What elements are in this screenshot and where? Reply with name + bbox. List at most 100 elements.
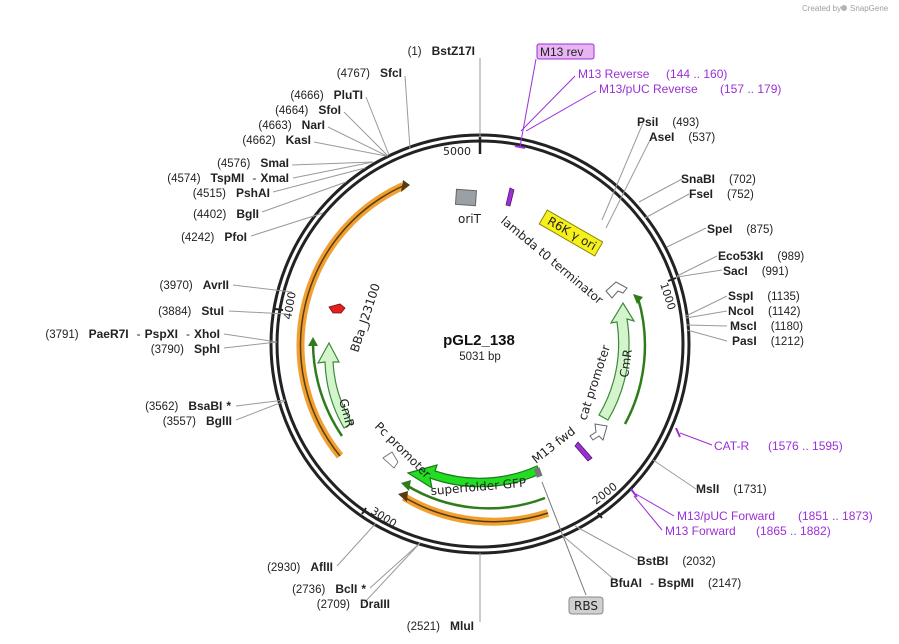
orange-arc-bottom-inner	[403, 496, 549, 523]
site-snabi-pos: (702)	[729, 174, 756, 186]
site-msli-name: MslI	[696, 482, 719, 496]
site-bfuai-pos: (2147)	[708, 578, 741, 590]
site-pfoi-pos: (4242)	[181, 232, 214, 244]
site-sfci: (4767)SfcI	[337, 66, 402, 80]
site-nari: (4663)NarI	[258, 118, 325, 132]
site-snabi: SnaBI(702)	[681, 172, 756, 186]
tick-mark-1000	[667, 277, 677, 282]
site-bfuai: BfuAI-BspMI(2147)	[610, 576, 741, 590]
m13-rev-site-mark	[514, 145, 526, 149]
connector-bfuai	[561, 534, 618, 583]
site-ncoi-name: NcoI	[728, 304, 754, 318]
site-bsabi-star: *	[226, 399, 231, 413]
connector-eco53ki	[676, 255, 718, 277]
site-nari-pos: (4663)	[258, 120, 291, 132]
connector-msci	[686, 324, 728, 327]
green-arc-left	[311, 343, 344, 437]
snapgene-brand: Created by SnapGene	[802, 4, 889, 13]
site-eco53ki-pos: (989)	[777, 251, 804, 263]
tick-label-4000: 4000	[281, 291, 299, 321]
rbs-connector	[541, 481, 587, 596]
r6k-ori-fill	[538, 209, 604, 257]
gmr-arrow	[316, 341, 353, 429]
connector-avrii	[232, 284, 293, 293]
primers: M13 rev M13 Reverse (144 .. 160) M13/pUC…	[514, 43, 873, 538]
site-paer7i-sep2: -	[186, 327, 190, 341]
orange-arc-left-inner	[299, 185, 404, 457]
cat-r-range: (1576 .. 1595)	[768, 439, 843, 453]
site-bglii: (3557)BglII	[163, 414, 232, 428]
site-connectors	[223, 58, 728, 622]
tick-mark-2000	[597, 512, 603, 519]
site-bcli-star: *	[361, 582, 366, 596]
site-asei-name: AseI	[649, 130, 674, 144]
connector-saci	[676, 269, 723, 278]
connector-spei	[666, 227, 707, 248]
m13-puc-forward-name: M13/pUC Forward	[677, 509, 775, 523]
connector-pfoi	[250, 212, 324, 237]
site-tspmi-sep: -	[252, 171, 256, 185]
green-arc-right-arrowhead	[633, 294, 643, 304]
site-sfci-pos: (4767)	[337, 68, 370, 80]
connector-msli	[652, 459, 697, 490]
superfolder-gfp-arrow	[406, 464, 541, 490]
cmr-label: CmR	[617, 348, 635, 378]
sites-right: PsiI(493) AseI(537) SnaBI(702) FseI(752)…	[610, 115, 804, 590]
site-pasi-name: PasI	[732, 334, 757, 348]
connector-psii	[601, 122, 644, 221]
cmr-arrow	[598, 301, 636, 421]
site-fsei-name: FseI	[689, 187, 713, 201]
m13-reverse-connector	[520, 75, 576, 132]
green-arc-left-arrowhead	[308, 337, 318, 346]
m13-forward-range: (1865 .. 1882)	[756, 524, 831, 538]
site-pshai: (4515)PshAI	[193, 186, 270, 200]
site-bstbi-pos: (2032)	[682, 556, 715, 568]
site-bsabi: (3562)BsaBI*	[145, 399, 231, 413]
site-smai: (4576) SmaI	[217, 156, 289, 170]
site-bcli-name: BclI	[335, 582, 357, 596]
site-tspmi: (4574) TspMI-XmaI	[167, 171, 289, 185]
site-xmai-name: XmaI	[260, 171, 289, 185]
site-pspxi-name: PspXI	[145, 327, 178, 341]
site-kasi-pos: (4662)	[242, 135, 275, 147]
cat-r-connector	[679, 432, 713, 446]
site-draiii: (2709) DraIII	[317, 597, 390, 611]
site-psii-pos: (493)	[672, 117, 699, 129]
site-aflii-name: AflII	[310, 560, 333, 574]
site-tspmi-pos: (4574)	[167, 173, 200, 185]
site-psii: PsiI(493)	[637, 115, 699, 129]
site-sspi-name: SspI	[728, 289, 753, 303]
m13-forward-name: M13 Forward	[665, 524, 736, 538]
site-pshai-name: PshAI	[236, 186, 270, 200]
green-arc-right	[623, 297, 647, 425]
site-paer7i-sep: -	[137, 327, 141, 341]
site-bstz17i-name: BstZ17I	[432, 44, 475, 58]
m13-puc-forward-connector	[635, 493, 675, 517]
site-tspmi-name: TspMI	[211, 171, 245, 185]
site-stui-name: StuI	[201, 304, 224, 318]
site-smai-name: SmaI	[260, 156, 289, 170]
connector-pluti	[365, 96, 390, 156]
site-draiii-pos: (2709)	[317, 599, 350, 611]
connector-snabi	[638, 178, 683, 203]
m13-fwd-label: M13 fwd	[529, 424, 578, 466]
orange-arc-left-arrowhead	[401, 180, 410, 192]
site-aflii: (2930)AflII	[267, 560, 333, 574]
site-bsabi-name: BsaBI	[188, 399, 222, 413]
snapgene-logo-icon	[841, 5, 847, 11]
connector-tspmi	[292, 161, 374, 179]
site-pluti: (4666)PluTI	[290, 88, 363, 102]
site-bgli: (4402)BglI	[193, 207, 259, 221]
site-bstbi: BstBI(2032)	[637, 554, 716, 568]
site-avrii-name: AvrII	[203, 278, 229, 292]
site-mlui: (2521)MluI	[407, 619, 474, 633]
green-arc-bottom	[405, 483, 546, 510]
site-asei: AseI(537)	[649, 130, 715, 144]
cat-r-site-mark	[675, 427, 681, 438]
m13-rev-box-label: M13 rev	[540, 45, 583, 59]
bba-j23100-label: BBa_J23100	[348, 282, 383, 354]
m13-rev-connector	[519, 58, 537, 148]
site-bstz17i: (1)BstZ17I	[408, 44, 475, 58]
site-draiii-name: DraIII	[360, 597, 390, 611]
site-smai-pos: (4576)	[217, 158, 250, 170]
